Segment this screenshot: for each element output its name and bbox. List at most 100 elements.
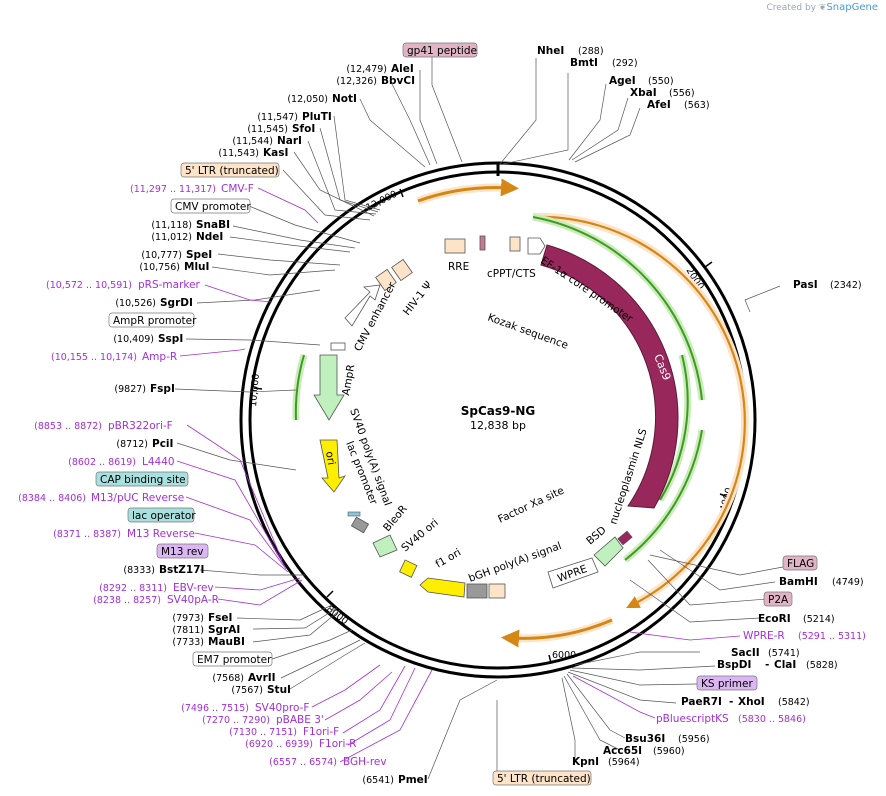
sacii-label[interactable]: SacII xyxy=(731,647,760,659)
nari-label[interactable]: NarI xyxy=(277,135,302,147)
kasi-pos: (11,543) xyxy=(218,148,259,159)
cmv-promoter-box[interactable] xyxy=(170,198,251,214)
prs-marker-label[interactable]: pRS-marker xyxy=(138,279,201,291)
pbr322ori-f-label[interactable]: pBR322ori-F xyxy=(108,420,173,432)
sgrai-label[interactable]: SgrAI xyxy=(208,624,240,636)
flag-box[interactable] xyxy=(782,555,818,571)
pbluescriptks-label[interactable]: pBluescriptKS xyxy=(656,713,729,725)
ltr-top-box[interactable] xyxy=(180,162,280,178)
m13rev-box[interactable] xyxy=(156,543,209,559)
pmei-pos: (6541) xyxy=(362,775,394,786)
nls-feature[interactable] xyxy=(617,530,633,546)
sv40pa-feature[interactable] xyxy=(350,516,370,534)
hiv-feature-1[interactable] xyxy=(375,268,397,292)
hiv-feature-2[interactable] xyxy=(391,258,413,282)
em7-box-label: EM7 promoter xyxy=(197,654,272,666)
bamhi-label[interactable]: BamHI xyxy=(779,576,818,588)
sgrdi-label[interactable]: SgrDI xyxy=(160,297,193,309)
ampr-promoter-feature[interactable] xyxy=(330,342,346,351)
bstz17i-label[interactable]: BstZ17I xyxy=(159,564,204,576)
fspi-label[interactable]: FspI xyxy=(150,383,175,395)
pasi-label[interactable]: PasI xyxy=(793,279,818,291)
m13puc-reverse-label[interactable]: M13/pUC Reverse xyxy=(91,492,184,504)
ampr-feature[interactable] xyxy=(313,354,345,421)
m13-reverse-label[interactable]: M13 Reverse xyxy=(127,528,195,540)
afei-label[interactable]: AfeI xyxy=(647,99,671,111)
cppt-label: cPPT/CTS xyxy=(487,268,536,280)
bspdi-label[interactable]: BspDI xyxy=(717,659,751,671)
sfoi-label[interactable]: SfoI xyxy=(292,123,315,135)
paer7i-label[interactable]: PaeR7I xyxy=(681,696,722,708)
pmei-label[interactable]: PmeI xyxy=(398,774,428,786)
cap-box-label: CAP binding site xyxy=(100,474,186,486)
bsd-feature[interactable] xyxy=(593,536,624,567)
cmv-f-label[interactable]: CMV-F xyxy=(221,183,254,195)
l4440-label[interactable]: L4440 xyxy=(142,456,175,468)
ori-feature[interactable] xyxy=(319,439,347,493)
stui-label[interactable]: StuI xyxy=(267,684,291,696)
xbai-label[interactable]: XbaI xyxy=(630,87,657,99)
kpni-label[interactable]: KpnI xyxy=(572,756,599,768)
f1ori-f-label[interactable]: F1ori-F xyxy=(303,726,339,738)
bleor-feature[interactable] xyxy=(372,534,398,558)
bgh-feature[interactable] xyxy=(488,583,506,599)
kasi-label[interactable]: KasI xyxy=(263,147,288,159)
ebv-rev-pos: (8292 .. 8311) xyxy=(99,583,167,594)
ecori-label[interactable]: EcoRI xyxy=(758,613,791,625)
wpre-r-label[interactable]: WPRE-R xyxy=(743,630,785,642)
avrii-label[interactable]: AvrII xyxy=(248,672,276,684)
sspi-label[interactable]: SspI xyxy=(158,333,183,345)
noti-label[interactable]: NotI xyxy=(332,93,357,105)
fsei-label[interactable]: FseI xyxy=(208,612,232,624)
rre-feature[interactable] xyxy=(444,238,466,254)
cas9-feature[interactable] xyxy=(540,244,679,509)
maubi-label[interactable]: MauBI xyxy=(208,636,245,648)
lac-promoter-feature[interactable] xyxy=(347,511,361,517)
ltr-bottom-box-label: 5' LTR (truncated) xyxy=(497,773,591,785)
f1ori-r-label[interactable]: F1ori-R xyxy=(319,738,356,750)
bmti-label[interactable]: BmtI xyxy=(570,57,598,69)
alei-label[interactable]: AleI xyxy=(391,63,414,75)
em7-box[interactable] xyxy=(192,651,273,667)
ltr-bottom-box[interactable] xyxy=(492,770,592,786)
bsd-label: BSD xyxy=(584,524,608,547)
ef1a-feature[interactable] xyxy=(527,237,546,255)
spei-label[interactable]: SpeI xyxy=(186,249,212,261)
pcii-label[interactable]: PciI xyxy=(152,438,173,450)
bbvci-label[interactable]: BbvCI xyxy=(381,75,415,87)
gp41-box[interactable] xyxy=(402,42,478,58)
pbabe3-label[interactable]: pBABE 3' xyxy=(276,714,324,726)
wpre-feature[interactable] xyxy=(547,557,599,589)
acc65i-label[interactable]: Acc65I xyxy=(603,745,642,757)
amp-r-label[interactable]: Amp-R xyxy=(142,351,177,363)
sv40pa-r-label[interactable]: SV40pA-R xyxy=(167,594,219,606)
bsu36i-label[interactable]: Bsu36I xyxy=(625,733,665,745)
pluti-label[interactable]: PluTI xyxy=(302,111,332,123)
agei-label[interactable]: AgeI xyxy=(609,75,636,87)
bgh-feature-grey[interactable] xyxy=(466,583,488,599)
lac-operator-box[interactable] xyxy=(127,507,195,523)
nhei-label[interactable]: NheI xyxy=(537,45,564,57)
plasmid-size: 12,838 bp xyxy=(470,419,526,432)
sv40ori-feature[interactable] xyxy=(399,559,418,578)
ebv-rev-label[interactable]: EBV-rev xyxy=(173,582,214,594)
clai-label[interactable]: ClaI xyxy=(774,659,796,671)
xhoi-label[interactable]: XhoI xyxy=(738,696,765,708)
mlui-label[interactable]: MluI xyxy=(184,261,209,273)
snapgene-logo-icon: ❦ xyxy=(818,3,827,13)
bspdi-sep: - xyxy=(765,659,769,671)
bgh-rev-label[interactable]: BGH-rev xyxy=(343,756,387,768)
f1ori-feature[interactable] xyxy=(419,577,466,598)
sgrdi-pos: (10,526) xyxy=(115,298,156,309)
snabi-label[interactable]: SnaBI xyxy=(196,219,230,231)
ampr-promoter-box[interactable] xyxy=(108,312,195,328)
ndei-label[interactable]: NdeI xyxy=(196,231,223,243)
sv40pro-f-label[interactable]: SV40pro-F xyxy=(255,702,309,714)
ks-primer-box[interactable] xyxy=(696,675,758,691)
cap-box[interactable] xyxy=(95,471,189,487)
credit-prefix: Created by xyxy=(766,3,817,13)
cppt-feature[interactable] xyxy=(509,236,521,252)
p2a-box[interactable] xyxy=(763,591,793,607)
cmv-enhancer-feature[interactable] xyxy=(344,284,381,327)
gp41-feature[interactable] xyxy=(479,235,486,251)
